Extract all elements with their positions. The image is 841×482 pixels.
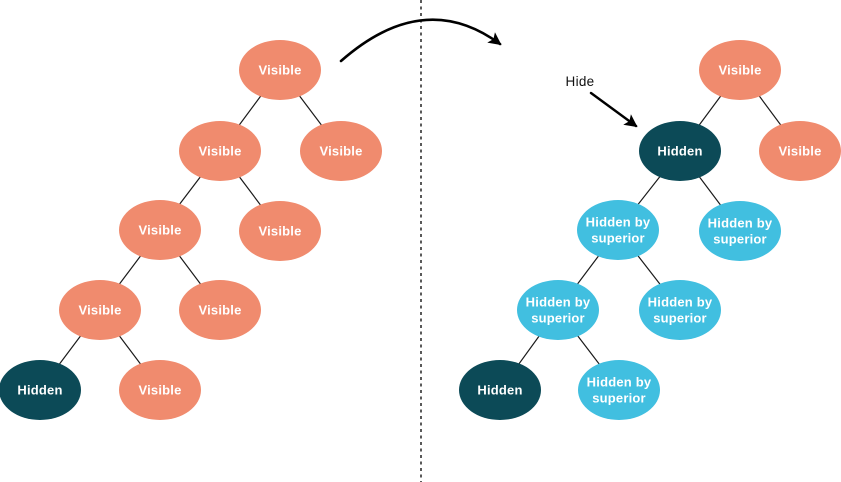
node-label: Visible [198,303,241,318]
tree-node-visible: Visible [239,40,321,100]
hide-annotation: Hide [566,74,638,128]
node-ellipse [0,360,81,420]
tree-node-visible: Visible [59,280,141,340]
node-label: Visible [78,303,121,318]
node-label: Hidden [477,383,522,398]
tree-node-visible: Visible [119,200,201,260]
node-label: Visible [718,63,761,78]
node-label: Visible [319,144,362,159]
node-label: Visible [778,144,821,159]
node-label: Hidden [657,144,702,159]
node-ellipse [759,121,841,181]
node-ellipse [639,121,721,181]
tree-node-hidden: Hidden [0,360,81,420]
node-ellipse [179,280,261,340]
tree-node-visible: Visible [759,121,841,181]
tree-node-visible: Visible [119,360,201,420]
node-label: Visible [258,224,301,239]
node-ellipse [239,201,321,261]
node-label: Visible [198,144,241,159]
tree-node-hidden: Hidden [459,360,541,420]
node-ellipse [300,121,382,181]
node-ellipse [119,200,201,260]
tree-node-hidden: Hidden [639,121,721,181]
transform-arrow-icon [339,18,502,63]
node-ellipse [459,360,541,420]
node-label: Hidden [17,383,62,398]
node-ellipse [59,280,141,340]
node-ellipse [239,40,321,100]
node-label: Visible [138,223,181,238]
node-ellipse [639,280,721,340]
node-ellipse [699,40,781,100]
tree-node-visible: Visible [699,40,781,100]
node-ellipse [179,121,261,181]
node-ellipse [577,200,659,260]
hide-label: Hide [566,74,595,89]
node-label: Visible [258,63,301,78]
hide-arrow-icon [589,91,638,128]
node-ellipse [119,360,201,420]
tree-node-visible: Visible [179,121,261,181]
node-label: Visible [138,383,181,398]
tree-node-visible: Visible [239,201,321,261]
node-ellipse [699,201,781,261]
tree-node-visible: Visible [179,280,261,340]
node-ellipse [517,280,599,340]
tree-node-visible: Visible [300,121,382,181]
node-ellipse [578,360,660,420]
